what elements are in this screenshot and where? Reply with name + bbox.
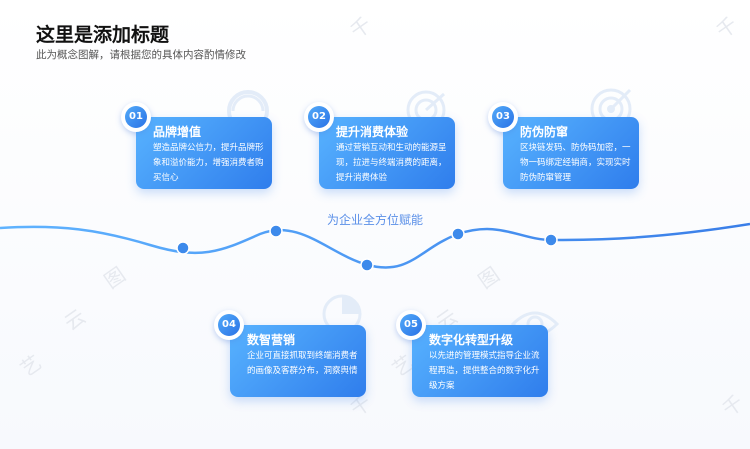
number-badge: 03	[488, 102, 518, 132]
card-heading: 品牌增值	[153, 125, 202, 139]
wave-dot	[360, 258, 374, 272]
page-subtitle: 此为概念图解，请根据您的具体内容酌情修改	[36, 49, 246, 61]
wave-line	[0, 222, 750, 272]
card-description: 以先进的管理模式指导企业流程再造，提供整合的数字化升级方案	[429, 351, 540, 391]
badge-number: 01	[125, 106, 147, 128]
card-description: 塑造品牌公信力，提升品牌形象和溢价能力，增强消费者购买信心	[153, 143, 264, 183]
card-heading: 防伪防窜	[520, 125, 569, 139]
wave-dot	[269, 224, 283, 238]
card-description: 区块链发码、防伪码加密，一物一码绑定经销商，实现实时防伪防窜管理	[520, 143, 631, 183]
wave-dot	[451, 227, 465, 241]
watermark-char: 云	[59, 304, 90, 336]
watermark-char: 千	[717, 390, 748, 422]
card-heading: 数字化转型升级	[429, 333, 514, 347]
wave-dot	[544, 233, 558, 247]
number-badge: 01	[121, 102, 151, 132]
page-title: 这里是添加标题	[36, 24, 170, 46]
watermark-char: 艺	[15, 350, 46, 382]
feature-card-03: 防伪防窜 区块链发码、防伪码加密，一物一码绑定经销商，实现实时防伪防窜管理	[503, 117, 639, 189]
badge-number: 02	[308, 106, 330, 128]
feature-card-05: 数字化转型升级 以先进的管理模式指导企业流程再造，提供整合的数字化升级方案	[412, 325, 548, 397]
feature-card-01: 品牌增值 塑造品牌公信力，提升品牌形象和溢价能力，增强消费者购买信心	[136, 117, 272, 189]
watermark-char: 千	[711, 12, 742, 44]
watermark-char: 千	[345, 12, 376, 44]
card-description: 企业可直接抓取到终端消费者的画像及客群分布，洞察舆情	[247, 351, 358, 376]
card-description: 通过营销互动和生动的能源呈现，拉进与终端消费的距离，提升消费体验	[336, 143, 447, 183]
feature-card-02: 提升消费体验 通过营销互动和生动的能源呈现，拉进与终端消费的距离，提升消费体验	[319, 117, 455, 189]
center-label: 为企业全方位赋能	[326, 213, 423, 227]
badge-number: 05	[400, 314, 422, 336]
feature-card-04: 数智营销 企业可直接抓取到终端消费者的画像及客群分布，洞察舆情	[230, 325, 366, 397]
number-badge: 02	[304, 102, 334, 132]
number-badge: 04	[214, 310, 244, 340]
badge-number: 03	[492, 106, 514, 128]
number-badge: 05	[396, 310, 426, 340]
badge-number: 04	[218, 314, 240, 336]
card-heading: 提升消费体验	[336, 125, 409, 139]
wave-dot	[176, 241, 190, 255]
card-heading: 数智营销	[247, 333, 296, 347]
